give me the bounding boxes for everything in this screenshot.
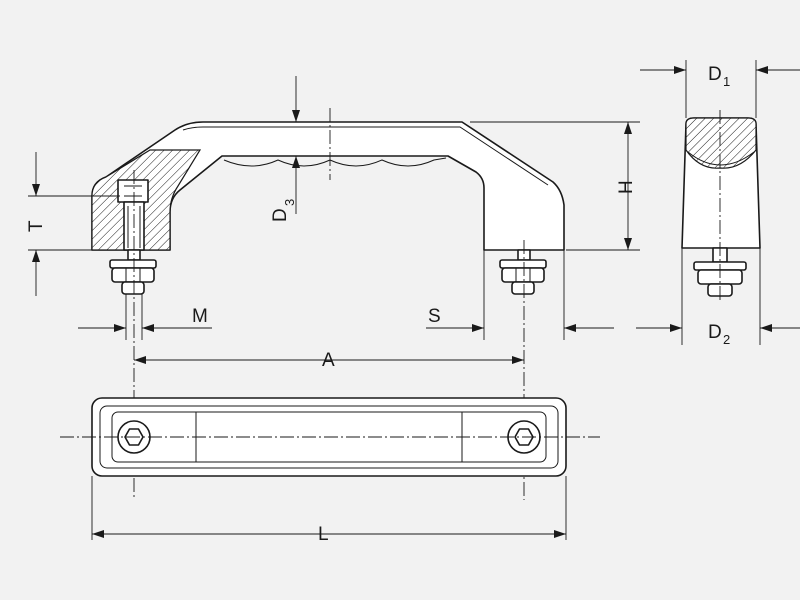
dimensions: D 1 D 2 H T D 3	[26, 60, 800, 545]
left-stud-end	[121, 281, 145, 295]
label-l: L	[318, 524, 329, 545]
right-nut	[501, 267, 545, 283]
top-view	[60, 397, 600, 477]
grip-scallops	[223, 157, 447, 167]
label-d3: D	[270, 208, 291, 222]
label-d2-sub: 2	[723, 332, 730, 347]
label-d2: D	[708, 322, 722, 343]
label-d1-sub: 1	[723, 74, 730, 89]
front-view	[91, 108, 565, 500]
label-d3-sub: 3	[282, 199, 297, 206]
handle-inner-contour	[182, 126, 549, 186]
label-d1: D	[708, 64, 722, 85]
label-t: T	[26, 220, 47, 232]
side-view	[681, 110, 761, 300]
right-stud-end	[511, 281, 535, 295]
left-nut	[111, 267, 155, 283]
label-m: M	[192, 306, 208, 327]
label-h: H	[616, 180, 637, 194]
label-s: S	[428, 306, 441, 327]
left-washer	[109, 259, 157, 269]
side-section	[685, 117, 757, 169]
label-a: A	[322, 350, 335, 371]
insert-pocket	[117, 179, 149, 203]
right-washer	[499, 259, 547, 269]
